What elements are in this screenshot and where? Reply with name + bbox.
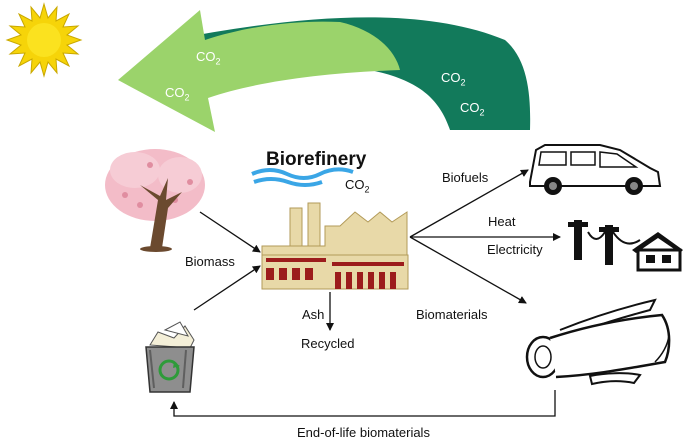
flow-arrows xyxy=(170,169,561,417)
ash-label: Ash xyxy=(302,307,325,322)
co2-return-arrow-light xyxy=(118,10,400,132)
recycled-label: Recycled xyxy=(301,336,355,351)
heat-label: Heat xyxy=(488,214,516,229)
sun-icon xyxy=(5,2,83,78)
biomass-label: Biomass xyxy=(185,254,235,269)
co2-label-1: CO2 xyxy=(196,49,221,67)
factory-to-car-arrow xyxy=(409,169,529,238)
end-of-life-return-arrow xyxy=(170,390,556,417)
factory-icon xyxy=(251,167,409,290)
tree-icon xyxy=(105,149,205,252)
recycle-bin-icon xyxy=(145,321,195,393)
material-rolls-icon xyxy=(525,298,671,386)
co2-label-2: CO2 xyxy=(165,85,190,103)
co2-label-3: CO2 xyxy=(441,70,466,88)
car-icon xyxy=(529,144,662,195)
end-of-life-label: End-of-life biomaterials xyxy=(297,425,430,440)
power-house-icon xyxy=(568,220,683,272)
biomaterials-label: Biomaterials xyxy=(416,307,488,322)
factory-co2-label: CO2 xyxy=(345,177,370,195)
co2-label-4: CO2 xyxy=(460,100,485,118)
factory-to-rolls-arrow xyxy=(409,236,527,304)
electricity-label: Electricity xyxy=(487,242,543,257)
biorefinery-title: Biorefinery xyxy=(266,149,367,170)
tree-to-factory-arrow xyxy=(199,211,261,253)
bin-to-factory-arrow xyxy=(193,265,261,311)
biofuels-label: Biofuels xyxy=(442,170,489,185)
